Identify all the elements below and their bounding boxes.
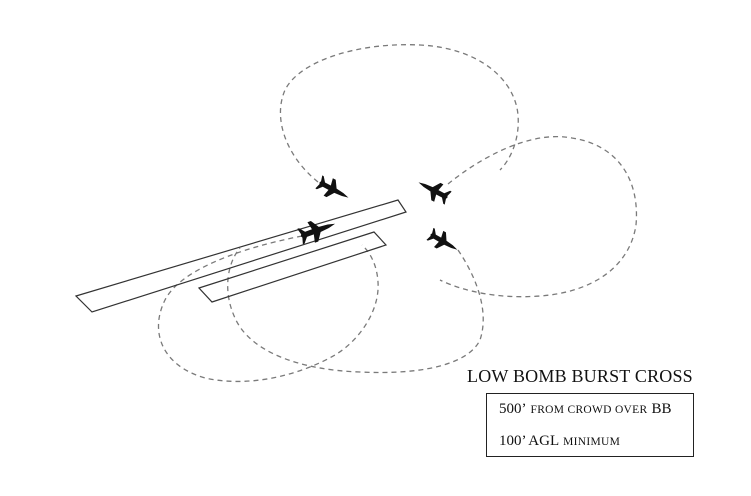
info-crowd-distance-tail: BB [651,401,672,417]
info-line-crowd-distance: 500’ FROM CROWD OVER BB [499,400,671,418]
crowd-line-strip [197,231,388,303]
flight-path-loop-right [439,136,638,298]
jet-aircraft-icon [425,225,463,258]
flight-path-loop-bottom-left [157,235,379,383]
jet-aircraft-icon [314,173,354,207]
info-crowd-distance-value: 500’ [499,401,527,417]
info-crowd-distance-label: FROM CROWD OVER [530,404,648,416]
info-box: 500’ FROM CROWD OVER BB 100’ AGL MINIMUM [486,393,694,457]
runway-strips [74,199,407,313]
aircraft-group [296,173,463,258]
flight-path-loop-bottom-right [227,247,484,374]
info-line-altitude: 100’ AGL MINIMUM [499,432,620,450]
diagram-title: LOW BOMB BURST CROSS [467,366,693,386]
flight-paths [157,44,638,383]
info-altitude-value: 100’ AGL [499,433,560,449]
jet-aircraft-icon [413,173,453,207]
jet-aircraft-icon [296,213,339,247]
flight-path-loop-top [279,44,519,183]
info-altitude-label: MINIMUM [563,436,621,448]
show-line-strip [74,199,407,313]
